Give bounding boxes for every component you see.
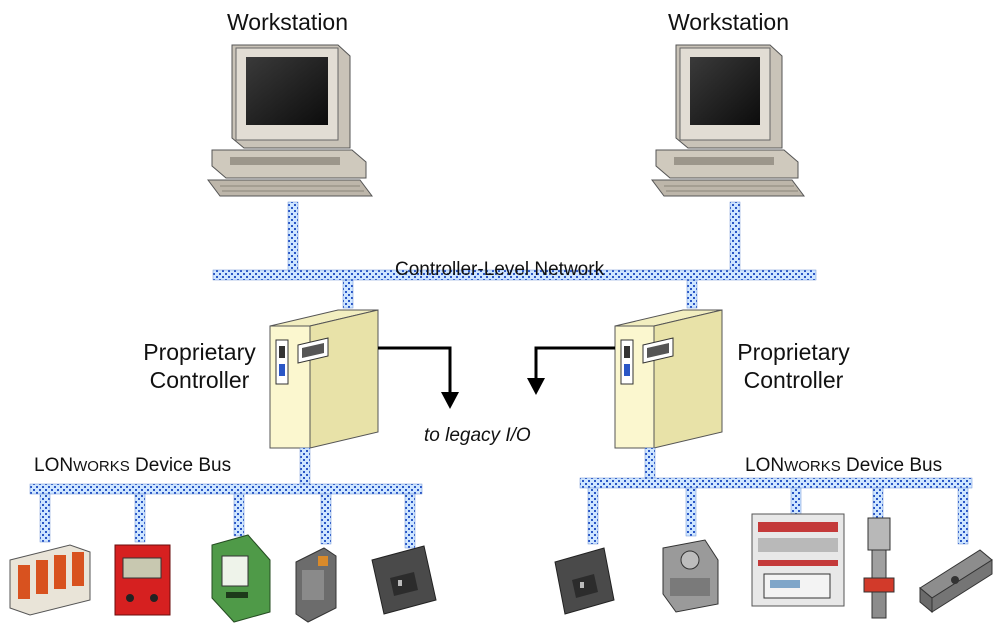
device-bus-right-drop-4	[872, 487, 884, 519]
device-bus-right-label: LONWORKS Device Bus	[745, 452, 942, 481]
controller-1-network-drop	[342, 279, 354, 309]
controller-2-bus-drop	[644, 447, 656, 481]
device-bus-right-drop-1	[587, 487, 599, 545]
device-bus-left-drop-4	[320, 493, 332, 545]
controller-2-label: Proprietary Controller	[726, 338, 861, 394]
controller-level-network-bus	[212, 269, 817, 281]
device-bus-left	[29, 483, 423, 495]
legacy-io-label: to legacy I/O	[424, 425, 531, 446]
workstation-1-drop	[287, 201, 299, 273]
controller-2-network-drop	[686, 279, 698, 309]
device-actuator	[662, 539, 719, 613]
device-bus-left-drop-3	[233, 493, 245, 537]
controller-2-label-line1: Proprietary	[737, 339, 850, 365]
device-green-module	[211, 534, 271, 623]
controller-1-label-line2: Controller	[149, 367, 250, 393]
legacy-io-arrow-left	[378, 346, 459, 409]
controller-cabinet-2	[614, 309, 723, 449]
device-bus-right-lon: LON	[745, 455, 785, 476]
device-bus-left-label: LONWORKS Device Bus	[34, 452, 231, 481]
device-bus-left-lon: LON	[34, 455, 74, 476]
workstation-2	[651, 44, 805, 197]
device-wall-sensor-left	[371, 545, 437, 615]
device-controller-panel	[751, 513, 845, 607]
device-bus-right-drop-3	[790, 487, 802, 515]
workstation-1-label: Workstation	[227, 9, 349, 35]
controller-1-label-line1: Proprietary	[143, 339, 256, 365]
controller-cabinet-1	[269, 309, 379, 449]
device-bus-right-works: WORKS	[784, 458, 841, 475]
workstation-2-label: Workstation	[668, 9, 790, 35]
device-bus-right-drop-2	[685, 487, 697, 537]
device-bus-left-drop-5	[404, 493, 416, 549]
device-bus-right-drop-5	[957, 487, 969, 545]
workstation-1	[207, 44, 373, 197]
device-bus-right	[579, 477, 973, 489]
device-bus-left-suffix: Device Bus	[129, 455, 232, 476]
device-bus-left-drop-1	[39, 493, 51, 543]
device-bus-left-drop-2	[134, 493, 146, 543]
device-grey-module	[295, 547, 337, 623]
device-valve	[863, 517, 895, 619]
device-terminal-block	[9, 544, 91, 616]
device-bus-right-suffix: Device Bus	[840, 455, 943, 476]
network-label: Controller-Level Network	[395, 259, 605, 280]
controller-1-label: Proprietary Controller	[132, 338, 267, 394]
legacy-io-arrow-right	[527, 346, 615, 395]
workstation-2-drop	[729, 201, 741, 273]
controller-1-bus-drop	[299, 447, 311, 487]
device-damper-actuator	[919, 549, 993, 614]
controller-2-label-line2: Controller	[743, 367, 844, 393]
device-red-meter	[114, 544, 171, 616]
device-bus-left-works: WORKS	[73, 458, 130, 475]
device-wall-sensor-right	[554, 547, 615, 615]
